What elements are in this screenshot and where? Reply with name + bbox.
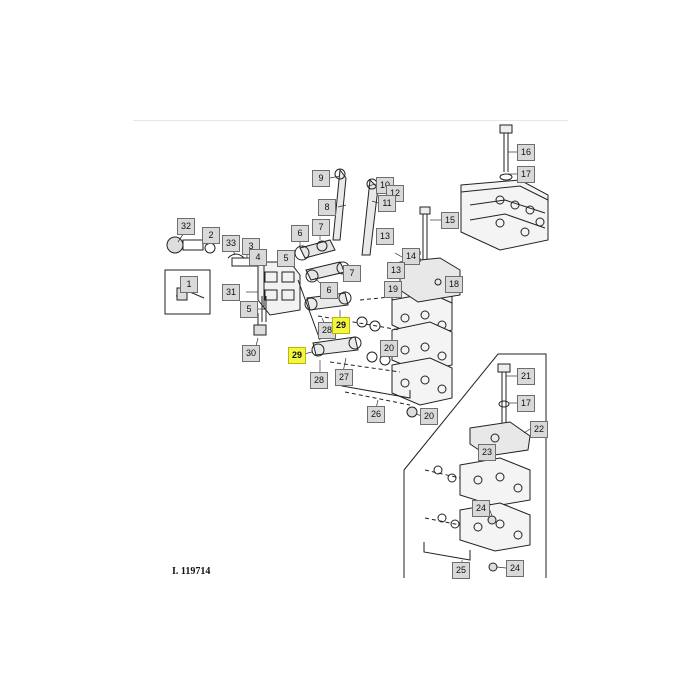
valve-block-main [391, 284, 453, 406]
callout-2: 2 [202, 227, 220, 244]
callout-14: 14 [402, 248, 421, 265]
callout-23: 23 [478, 444, 497, 461]
part-1-box [164, 269, 211, 315]
callout-1: 1 [180, 276, 198, 293]
callout-26: 26 [367, 406, 386, 423]
callout-20-lower: 20 [420, 408, 439, 425]
callout-32: 32 [177, 218, 196, 235]
callout-8: 8 [318, 199, 336, 216]
callout-28-upper: 28 [318, 322, 337, 339]
callout-29-lower-highlighted: 29 [288, 347, 307, 364]
callout-30: 30 [242, 345, 261, 362]
inset-frame [403, 353, 547, 578]
callout-24-lower: 24 [506, 560, 525, 577]
callout-9: 9 [312, 170, 330, 187]
callout-21: 21 [517, 368, 536, 385]
callout-7-upper: 7 [312, 219, 330, 236]
callout-13-lower: 13 [387, 262, 406, 279]
callout-24-upper: 24 [472, 500, 491, 517]
callout-17: 17 [517, 166, 536, 183]
callout-5-upper: 5 [277, 250, 295, 267]
callout-5-lower: 5 [240, 301, 258, 318]
callout-4: 4 [249, 249, 267, 266]
callout-18: 18 [445, 276, 464, 293]
callout-33: 33 [222, 235, 241, 252]
callout-31: 31 [222, 284, 241, 301]
callout-15: 15 [441, 212, 460, 229]
callout-27: 27 [335, 369, 354, 386]
callout-16: 16 [517, 144, 536, 161]
valve-block-top [460, 179, 549, 251]
callout-6-lower: 6 [320, 282, 338, 299]
callout-7-lower: 7 [343, 265, 361, 282]
callout-11: 11 [378, 195, 396, 212]
callout-29-upper-highlighted: 29 [332, 317, 351, 334]
figure-id: I. 119714 [172, 566, 211, 577]
callout-20-upper: 20 [380, 340, 399, 357]
callout-17-inset: 17 [517, 395, 536, 412]
callout-22: 22 [530, 421, 549, 438]
callout-25: 25 [452, 562, 471, 579]
callout-13-upper: 13 [376, 228, 395, 245]
callout-6-upper: 6 [291, 225, 309, 242]
callout-19: 19 [384, 281, 403, 298]
callout-28-lower: 28 [310, 372, 329, 389]
page-top-rule [133, 120, 568, 121]
